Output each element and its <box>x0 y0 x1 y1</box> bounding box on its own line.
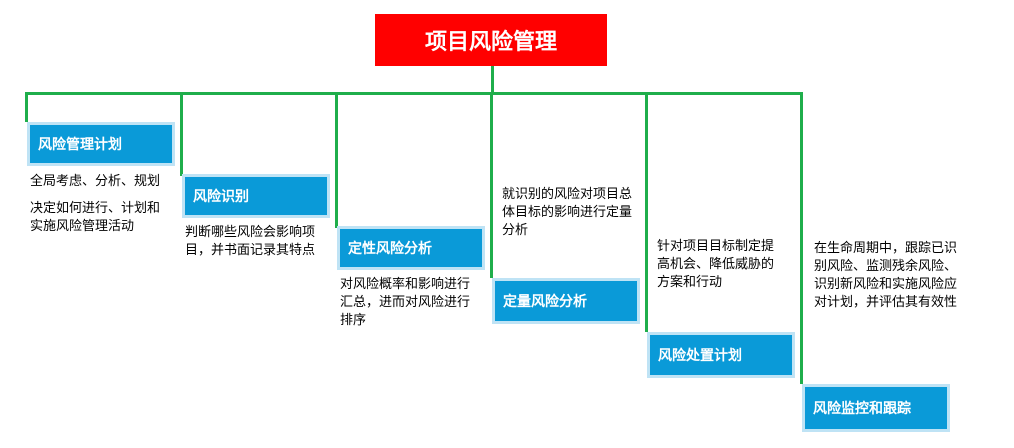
root-node: 项目风险管理 <box>375 14 607 66</box>
stage-desc-6: 在生命周期中，跟踪已识别风险、监测残余风险、识别新风险和实施风险应对计划，并评估… <box>814 240 964 321</box>
stage-desc-5: 针对项目目标制定提高机会、降低威胁的方案和行动 <box>657 238 775 301</box>
stage-desc-2-line-1: 判断哪些风险会影响项目，并书面记录其特点 <box>185 225 316 258</box>
stage-box-2: 风险识别 <box>182 174 330 218</box>
stage-box-4: 定量风险分析 <box>492 278 640 324</box>
connector-1 <box>25 92 28 122</box>
stage-box-1: 风险管理计划 <box>27 122 175 166</box>
stage-desc-2: 判断哪些风险会影响项目，并书面记录其特点 <box>185 224 315 269</box>
stage-box-5: 风险处置计划 <box>647 332 795 378</box>
stage-desc-3: 对风险概率和影响进行汇总，进而对风险进行排序 <box>340 276 470 339</box>
stage-desc-4: 就识别的风险对项目总体目标的影响进行定量分析 <box>502 186 632 249</box>
stage-desc-3-line-1: 对风险概率和影响进行汇总，进而对风险进行排序 <box>340 277 471 328</box>
horizontal-connector <box>25 92 803 95</box>
stage-desc-6-line-1: 在生命周期中，跟踪已识别风险、监测残余风险、识别新风险和实施风险应对计划，并评估… <box>814 241 958 310</box>
stage-box-6: 风险监控和跟踪 <box>802 384 950 432</box>
stage-desc-1-line-1: 全局考虑、分析、规划 <box>30 174 161 189</box>
connector-6 <box>800 92 803 384</box>
connector-2 <box>180 92 183 176</box>
connector-3 <box>335 92 338 228</box>
connector-5 <box>645 92 648 332</box>
stage-desc-4-line-1: 就识别的风险对项目总体目标的影响进行定量分析 <box>502 187 633 238</box>
stage-desc-1: 全局考虑、分析、规划 决定如何进行、计划和实施风险管理活动 <box>30 173 160 245</box>
stage-box-3: 定性风险分析 <box>337 226 485 270</box>
connector-4 <box>490 92 493 278</box>
root-connector <box>491 66 494 94</box>
stage-desc-5-line-1: 针对项目目标制定提高机会、降低威胁的方案和行动 <box>657 239 775 290</box>
stage-desc-1-line-2: 决定如何进行、计划和实施风险管理活动 <box>30 201 161 234</box>
